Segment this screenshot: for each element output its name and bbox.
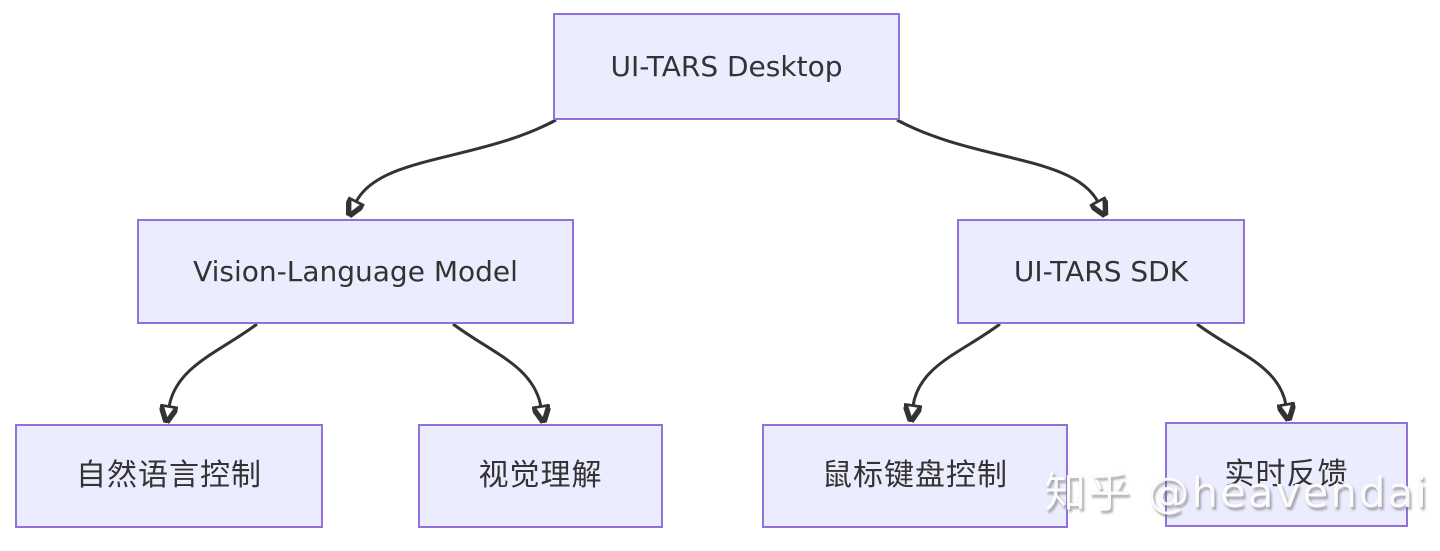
edge-sdk-to-mouse-keyboard	[913, 322, 1001, 406]
node-vision-language-model: Vision-Language Model	[137, 219, 574, 324]
node-natural-language-control-label: 自然语言控制	[76, 458, 262, 493]
edge-vlm-to-visual-understanding	[452, 322, 541, 407]
node-ui-tars-sdk: UI-TARS SDK	[957, 219, 1245, 324]
node-visual-understanding: 视觉理解	[418, 424, 663, 528]
node-ui-tars-sdk-label: UI-TARS SDK	[1013, 254, 1189, 288]
edge-sdk-to-realtime-feedback	[1196, 322, 1286, 405]
edge-desktop-to-sdk	[896, 118, 1098, 202]
edge-vlm-to-natural-language	[169, 322, 258, 407]
node-visual-understanding-label: 视觉理解	[478, 458, 603, 493]
node-natural-language-control: 自然语言控制	[15, 424, 323, 528]
node-ui-tars-desktop: UI-TARS Desktop	[553, 13, 900, 120]
node-realtime-feedback-label: 实时反馈	[1224, 456, 1349, 492]
node-vision-language-model-label: Vision-Language Model	[193, 254, 518, 288]
node-realtime-feedback: 实时反馈	[1165, 422, 1408, 527]
edge-desktop-to-vlm	[356, 118, 557, 202]
node-ui-tars-desktop-label: UI-TARS Desktop	[610, 49, 843, 83]
node-mouse-keyboard-control: 鼠标键盘控制	[762, 424, 1068, 528]
node-mouse-keyboard-control-label: 鼠标键盘控制	[822, 458, 1008, 493]
